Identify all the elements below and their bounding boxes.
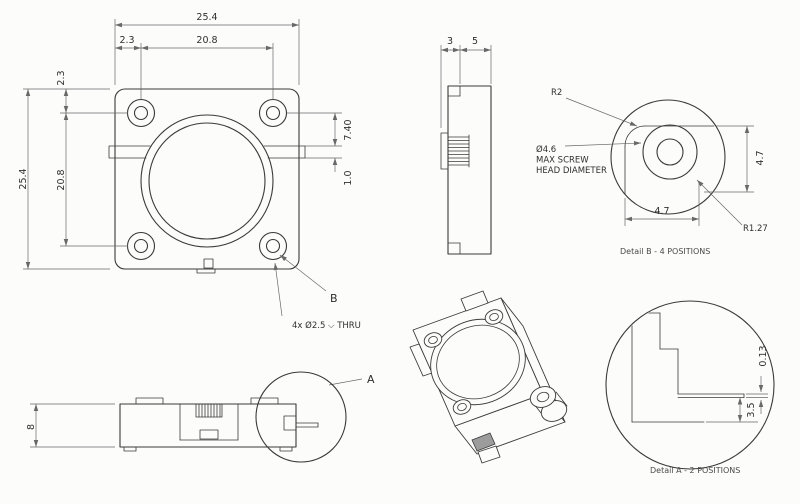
dim-height: 8 [26, 424, 37, 430]
detail-a-caption: Detail A - 2 POSITIONS [650, 466, 740, 475]
lens-bore-outer [140, 114, 274, 248]
detail-b-label: B [330, 292, 338, 305]
iso-lens-ring-inner [436, 324, 520, 400]
front-view-dimension-lines [23, 19, 342, 317]
bottom-view-outline [119, 397, 319, 452]
detail-circle-b [610, 99, 726, 215]
detail-b-caption: Detail B - 4 POSITIONS [620, 247, 710, 256]
detail-b: R2 Ø4.6 MAX SCREW HEAD DIAMETER 4.7 4.7 … [536, 88, 768, 256]
side-tab [440, 132, 449, 170]
front-view: 25.4 2.3 20.8 25.4 20.8 2.3 7.40 1.0 B 4… [18, 12, 361, 331]
dim-height-total: 25.4 [18, 168, 29, 189]
corner-boss [258, 231, 288, 261]
side-view-outline [440, 85, 492, 255]
right-tab [298, 145, 306, 159]
corner-hole [133, 238, 149, 254]
corner-boss [126, 231, 156, 261]
corner-hole [133, 105, 149, 121]
screw-note-line3: HEAD DIAMETER [536, 166, 607, 176]
corner-boss [258, 98, 288, 128]
dim-tab-thickness: 1.0 [343, 170, 354, 185]
hole-callout-note: 4x Ø2.5 ⌵ THRU [292, 320, 361, 331]
iso-foot [477, 445, 501, 464]
isometric-view [409, 290, 568, 464]
connector-block [195, 403, 223, 418]
iso-bottom-connector [471, 432, 496, 452]
dim-depth-front: 3 [447, 36, 453, 47]
dim-tab-offset: 7.40 [343, 119, 354, 140]
front-view-outline [108, 88, 306, 274]
detail-b-dimension-lines [564, 97, 754, 226]
bottom-side-view: 8 A [26, 371, 375, 463]
dim-offset-left: 2.3 [56, 70, 67, 85]
connector-hatch [198, 403, 221, 418]
detail-a-dimension-lines [706, 376, 768, 423]
dim-width-holes: 20.8 [196, 35, 217, 46]
corner-radius-label: R1.27 [743, 224, 768, 234]
left-tab [108, 145, 116, 159]
iso-corner-holes [423, 309, 504, 415]
bottom-connector [203, 258, 214, 269]
dim-width-to-center: 4.7 [654, 206, 669, 217]
dim-width-total: 25.4 [196, 12, 217, 23]
side-view-dimension-lines [440, 45, 492, 128]
iso-lens-ring-outer [430, 318, 526, 406]
corner-hole [265, 105, 281, 121]
lens-bore-inner [148, 122, 266, 240]
screw-boss [642, 124, 698, 180]
bottom-tab [196, 268, 216, 274]
iso-corner-boss-cylinder [529, 386, 568, 422]
screw-note-line1: Ø4.6 [536, 144, 556, 155]
detail-circle-a [605, 300, 775, 470]
dim-pin-depth: 3.5 [746, 402, 757, 417]
detail-a: 0.13 3.5 Detail A - 2 POSITIONS [605, 300, 775, 475]
dim-offset-top: 2.3 [119, 35, 134, 46]
iso-left-tab [409, 343, 433, 377]
dim-depth-rear: 5 [472, 36, 478, 47]
detail-a-label: A [367, 373, 375, 386]
detail-circle-a-callout [255, 371, 347, 463]
dim-height-holes: 20.8 [56, 169, 67, 190]
fillet-radius-label: R2 [551, 88, 562, 98]
side-view: 3 5 [440, 36, 492, 255]
iso-top-tab [460, 290, 489, 312]
corner-boss [126, 98, 156, 128]
bottom-view-dimension-lines [30, 378, 363, 448]
dim-height-to-center: 4.7 [755, 150, 766, 165]
side-rib-detail [447, 134, 470, 168]
detail-b-geometry [624, 124, 715, 195]
corner-hole [265, 238, 281, 254]
front-outline [114, 88, 300, 270]
dim-pin-thickness: 0.13 [758, 345, 769, 366]
side-outline [447, 85, 492, 255]
screw-note-line2: MAX SCREW [536, 156, 589, 166]
detail-a-geometry [631, 309, 745, 423]
screw-hole [656, 138, 684, 166]
